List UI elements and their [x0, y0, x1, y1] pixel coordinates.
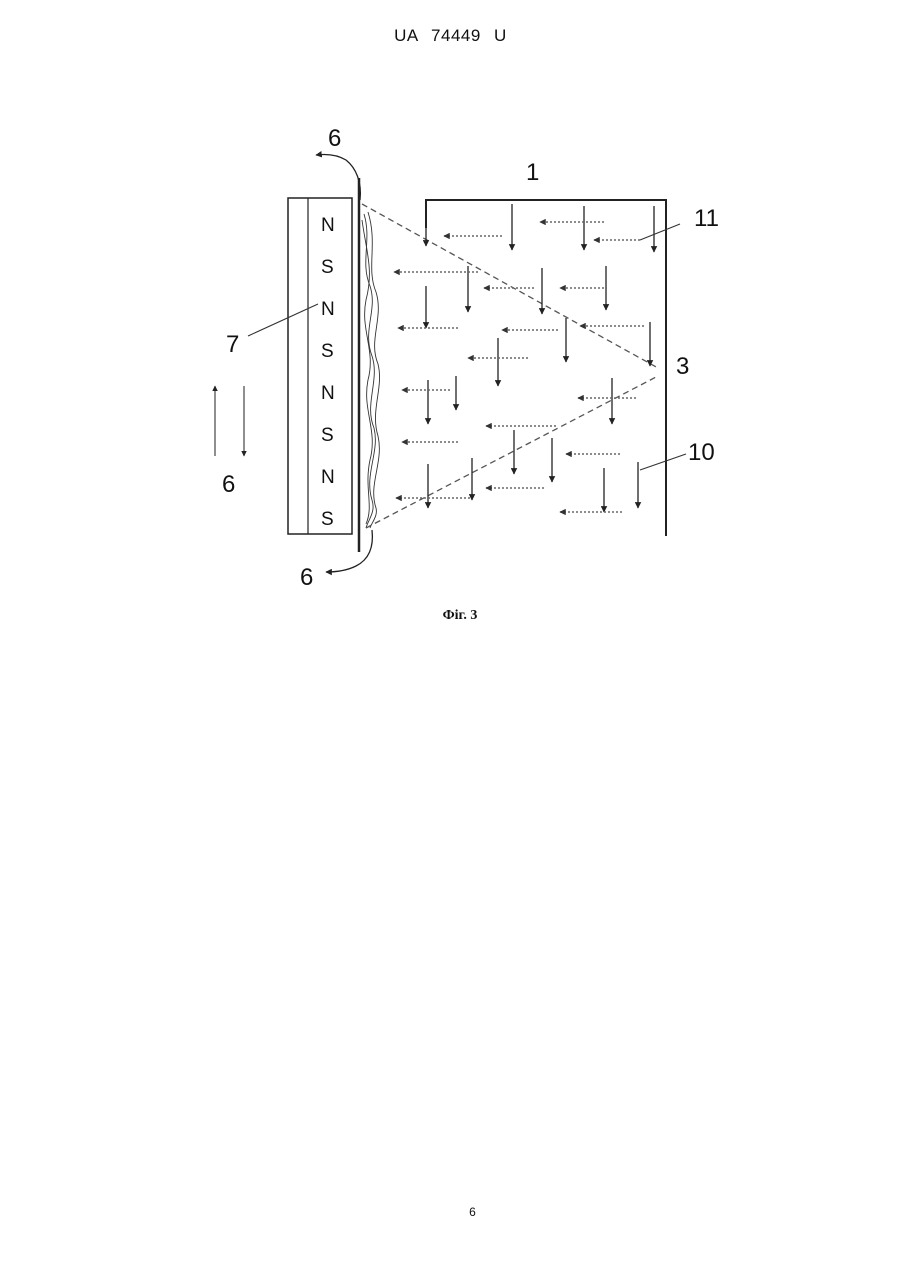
- label-6-bottom: 6: [300, 564, 313, 591]
- droplet-arrows: [426, 204, 654, 512]
- figure-caption: Фіг. 3: [0, 608, 901, 624]
- magnet-pole-label: S: [321, 257, 334, 278]
- chamber-outline: [426, 200, 666, 536]
- magnet-pole-label: N: [321, 299, 335, 320]
- magnet-pole-label: N: [321, 215, 335, 236]
- magnet-pole-label: N: [321, 467, 335, 488]
- label-1: 1: [526, 159, 539, 186]
- magnet-block: [288, 198, 352, 534]
- label-10: 10: [688, 439, 715, 466]
- flow-arrows: [394, 222, 644, 512]
- leader-11: [640, 224, 680, 240]
- leader-10: [640, 454, 686, 470]
- label-3: 3: [676, 353, 689, 380]
- label-7: 7: [226, 331, 239, 358]
- label-6-top: 6: [328, 125, 341, 152]
- fibre-layer: [362, 212, 380, 528]
- label-11: 11: [694, 205, 719, 232]
- magnet-poles: NSNSNSNS: [321, 215, 335, 530]
- label-6-left: 6: [222, 471, 235, 498]
- magnet-pole-label: S: [321, 425, 334, 446]
- page-number: 6: [0, 1205, 901, 1219]
- magnet-pole-label: N: [321, 383, 335, 404]
- spray-cone: [362, 204, 658, 528]
- fibre-out-bottom: [326, 530, 372, 572]
- magnet-pole-label: S: [321, 509, 334, 530]
- fibre-out-top: [316, 155, 360, 200]
- magnet-pole-label: S: [321, 341, 334, 362]
- figure-3-diagram: NSNSNSNS 6 1 11 7 3 10 6 6: [0, 0, 901, 640]
